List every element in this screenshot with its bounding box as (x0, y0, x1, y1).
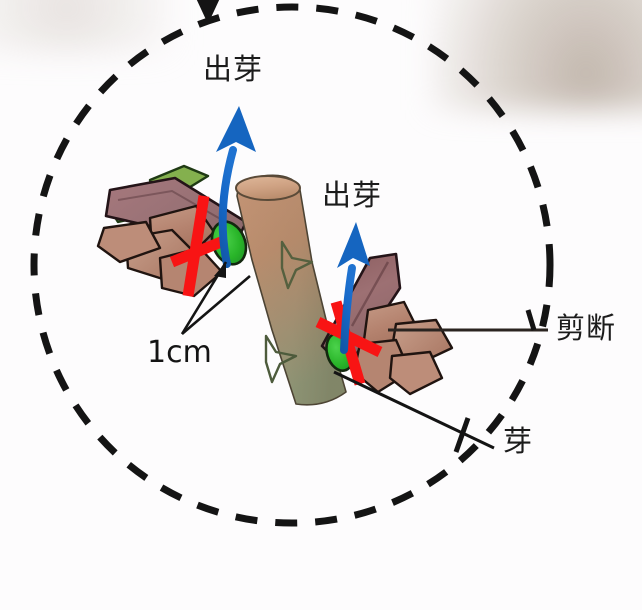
measure-leader-arrowhead (214, 262, 226, 278)
sprout-arrow-right-head (337, 222, 370, 268)
dashed-circle (30, 3, 554, 527)
cut-mark-left-stroke-a (182, 195, 210, 297)
sprout-arrow-right (337, 222, 370, 354)
sprout-arrow-left-shaft (218, 146, 237, 268)
cut-mark-right-stroke-b (315, 317, 383, 357)
trunk-shade (237, 175, 346, 405)
label-bud: 芽 (503, 424, 534, 458)
bud-leader-line (333, 370, 495, 453)
sprout-arrow-left (216, 106, 256, 268)
label-sprout-left: 出芽 (203, 52, 264, 86)
label-cut: 剪断 (556, 311, 617, 345)
measure-leader-lines (180, 261, 251, 335)
trunk-leaf-scar-lower (264, 334, 298, 384)
bud-leader-tick (453, 417, 471, 453)
cut-leader-line (388, 309, 548, 332)
leaf-brown-left-far (96, 220, 162, 264)
trunk-leaf-scar-upper (280, 240, 314, 290)
dashed-circle-frame (30, 0, 554, 527)
left-branch-group (96, 164, 248, 298)
trunk-cut-surface (235, 175, 301, 201)
branch-stub-left-shade (117, 189, 237, 229)
label-sprout-right: 出芽 (322, 178, 383, 212)
label-measurement: 1cm (147, 335, 212, 370)
cut-mark-left-stroke-b (169, 234, 229, 268)
measure-leader-b (181, 275, 251, 335)
cut-mark-left (169, 195, 229, 297)
leaf-brown-right-far (388, 350, 444, 396)
cut-leader-tick (525, 309, 537, 331)
sprout-arrow-left-head (216, 106, 256, 152)
sprout-arrow-right-shaft (340, 264, 356, 354)
bud-leader-shaft (333, 370, 495, 450)
main-trunk-group (235, 174, 347, 406)
circle-arrowhead-icon (196, 0, 220, 24)
branch-stub-right-shade (350, 261, 390, 327)
